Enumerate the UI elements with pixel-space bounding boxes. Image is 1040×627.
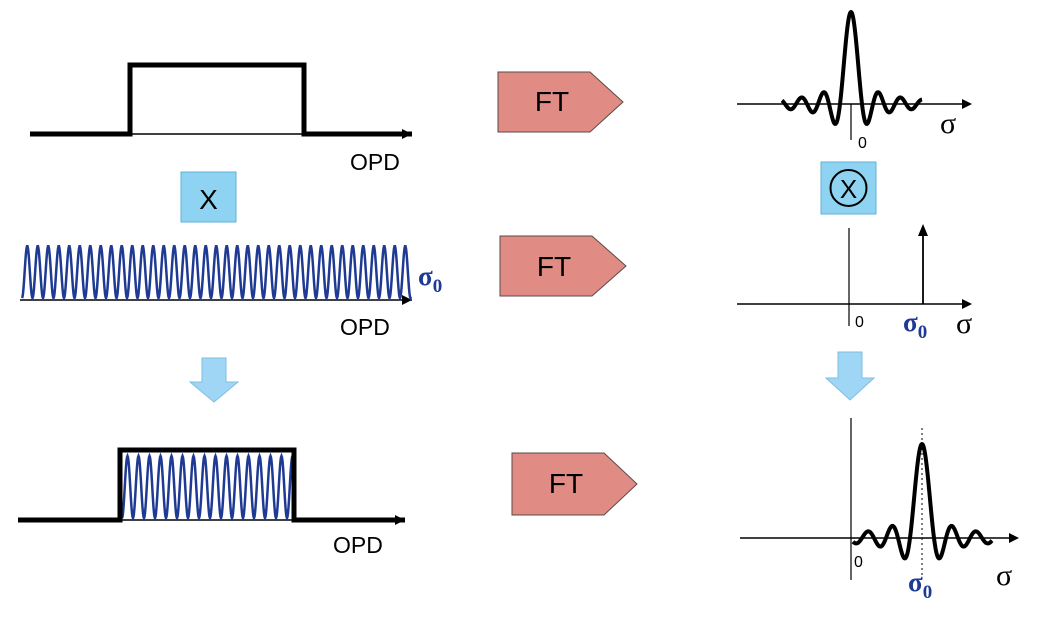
ft-arrow-icon xyxy=(511,452,638,516)
sinc-plot: 0 σ xyxy=(737,10,972,152)
sigma0-label-left: σ0 xyxy=(418,261,442,297)
circled-times-icon xyxy=(829,169,868,207)
multiply-box-right: X xyxy=(820,161,877,215)
ft-arrow-icon xyxy=(499,235,627,297)
ft-arrow-icon xyxy=(497,71,624,133)
cosine-wave-plot: σ0 OPD xyxy=(20,245,442,340)
ft-label-3: FT xyxy=(549,468,583,499)
opd-label-2: OPD xyxy=(340,314,390,340)
delta-arrowhead xyxy=(918,224,928,236)
ft-label-1: FT xyxy=(535,86,569,117)
product-plot: OPD xyxy=(18,447,405,558)
rect-function-plot: OPD xyxy=(30,62,412,175)
sigma-label-3: σ xyxy=(996,559,1012,592)
delta-plot: 0 σ0 σ xyxy=(737,224,972,343)
sigma-label-1: σ xyxy=(940,107,956,140)
zero-label-2: 0 xyxy=(855,314,864,331)
down-arrow-icon xyxy=(824,351,876,401)
axis-arrowhead xyxy=(962,299,972,309)
down-arrow-left xyxy=(188,357,240,403)
shifted-sinc-curve xyxy=(851,442,994,561)
opd-label-1: OPD xyxy=(350,149,400,175)
sigma0-label-bottom: σ0 xyxy=(908,567,932,603)
ft-arrow-3: FT xyxy=(511,452,638,516)
product-envelope xyxy=(18,447,405,523)
down-arrow-right xyxy=(824,351,876,401)
axis-arrowhead xyxy=(962,99,972,109)
ft-arrow-1: FT xyxy=(497,71,624,133)
sinc-curve xyxy=(780,10,924,126)
down-arrow-icon xyxy=(188,357,240,403)
rect-function-curve xyxy=(30,62,412,137)
times-icon: X xyxy=(840,174,857,204)
multiply-box-left: X xyxy=(180,171,237,223)
sigma-label-2: σ xyxy=(956,307,972,340)
axis-arrowhead xyxy=(1009,533,1019,543)
ft-arrow-2: FT xyxy=(499,235,627,297)
product-wave-curve xyxy=(120,452,295,522)
shifted-sinc-plot: 0 σ0 σ xyxy=(740,418,1019,603)
opd-label-3: OPD xyxy=(333,532,383,558)
multiply-box-bg xyxy=(180,171,237,223)
times-icon: X xyxy=(199,184,218,215)
cosine-wave-curve xyxy=(20,245,413,302)
sigma0-label-right: σ0 xyxy=(903,307,927,343)
zero-label-1: 0 xyxy=(858,135,867,152)
ft-label-2: FT xyxy=(537,251,571,282)
zero-label-3: 0 xyxy=(854,554,863,571)
axis-arrowhead xyxy=(402,295,412,305)
